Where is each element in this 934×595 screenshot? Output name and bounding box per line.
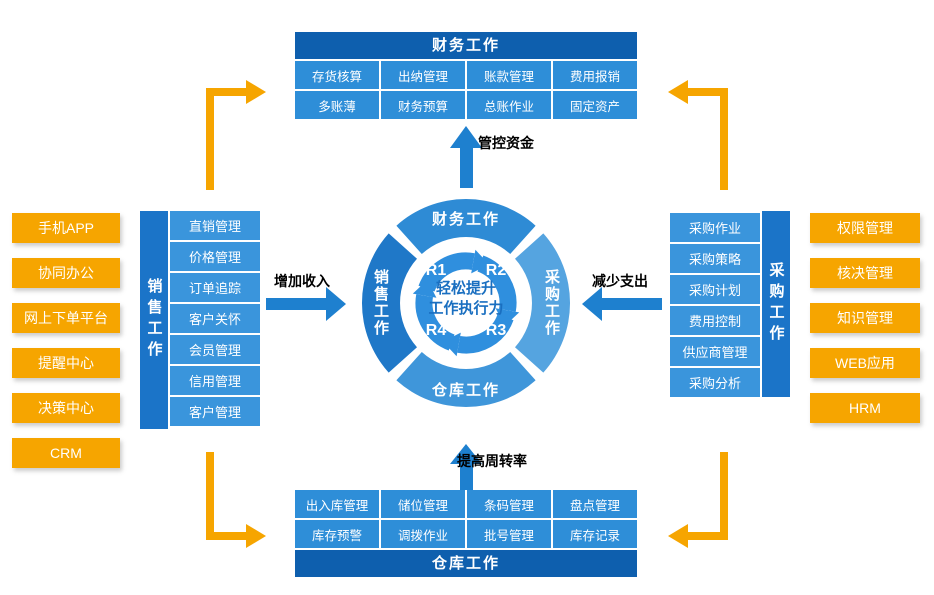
finance-item: 多账薄 [295, 91, 379, 119]
finance-sector [396, 198, 536, 254]
app-box: WEB应用 [810, 348, 920, 378]
warehouse-item: 储位管理 [381, 490, 465, 518]
warehouse-item: 批号管理 [467, 520, 551, 548]
up-arrow-icon [450, 444, 482, 490]
purchase-sector [515, 233, 571, 373]
warehouse-panel: 出入库管理 储位管理 条码管理 盘点管理 库存预警 调拨作业 批号管理 库存记录… [295, 490, 637, 577]
finance-panel-title: 财务工作 [295, 32, 637, 59]
r1-label: R1 [425, 262, 447, 279]
r3-label: R3 [485, 322, 507, 339]
sales-item: 会员管理 [170, 335, 260, 364]
sales-item: 客户管理 [170, 397, 260, 426]
finance-item: 费用报销 [553, 61, 637, 89]
sales-item: 订单追踪 [170, 273, 260, 302]
sales-item: 直销管理 [170, 211, 260, 240]
sales-item: 信用管理 [170, 366, 260, 395]
finance-item: 存货核算 [295, 61, 379, 89]
app-box: 权限管理 [810, 213, 920, 243]
warehouse-panel-title: 仓库工作 [295, 550, 637, 577]
purchase-list: 采购作业 采购策略 采购计划 费用控制 供应商管理 采购分析 [670, 213, 760, 397]
finance-panel: 财务工作 存货核算 出纳管理 账款管理 费用报销 多账薄 财务预算 总账作业 固… [295, 32, 637, 119]
app-box: 手机APP [12, 213, 120, 243]
sales-item: 客户关怀 [170, 304, 260, 333]
left-arrow-icon [582, 287, 662, 321]
flow-label-right: 减少支出 [592, 273, 648, 289]
cycle-arrow-icon [418, 249, 490, 292]
purchase-title: 采购工作 [767, 262, 785, 346]
finance-item: 出纳管理 [381, 61, 465, 89]
purchase-title-bar: 采购工作 [762, 211, 790, 397]
app-box: HRM [810, 393, 920, 423]
hub-warehouse-label: 仓库工作 [431, 382, 500, 399]
app-box: 决策中心 [12, 393, 120, 423]
app-box: CRM [12, 438, 120, 468]
finance-item: 总账作业 [467, 91, 551, 119]
right-arrow-icon [266, 287, 346, 321]
sales-title: 销售工作 [145, 278, 163, 362]
hub-finance-label: 财务工作 [431, 211, 500, 228]
up-arrow-icon [450, 126, 482, 188]
right-app-column: 权限管理 核决管理 知识管理 WEB应用 HRM [810, 213, 920, 423]
hub-slogan-line2: 工作执行力 [428, 300, 504, 317]
app-box: 知识管理 [810, 303, 920, 333]
hub-ring-graphic [361, 198, 571, 408]
warehouse-sector [396, 352, 536, 408]
corner-arrow-top-left-icon [206, 80, 266, 190]
warehouse-item: 盘点管理 [553, 490, 637, 518]
flow-label-left: 增加收入 [274, 273, 330, 289]
app-box: 协同办公 [12, 258, 120, 288]
flow-label-top: 管控资金 [478, 135, 534, 151]
hub-sales-label: 销售工作 [372, 269, 389, 337]
finance-item: 财务预算 [381, 91, 465, 119]
corner-arrow-bottom-right-icon [668, 452, 728, 548]
purchase-item: 采购策略 [670, 244, 760, 273]
app-box: 网上下单平台 [12, 303, 120, 333]
sales-item: 价格管理 [170, 242, 260, 271]
purchase-item: 费用控制 [670, 306, 760, 335]
sales-list: 直销管理 价格管理 订单追踪 客户关怀 会员管理 信用管理 客户管理 [170, 211, 260, 426]
flow-label-bottom: 提高周转率 [457, 453, 527, 469]
left-app-column: 手机APP 协同办公 网上下单平台 提醒中心 决策中心 CRM [12, 213, 120, 468]
warehouse-item: 出入库管理 [295, 490, 379, 518]
r2-label: R2 [485, 262, 507, 279]
purchase-item: 采购计划 [670, 275, 760, 304]
purchase-item: 采购分析 [670, 368, 760, 397]
finance-grid: 存货核算 出纳管理 账款管理 费用报销 多账薄 财务预算 总账作业 固定资产 [295, 61, 637, 119]
corner-arrow-top-right-icon [668, 80, 728, 190]
corner-arrow-bottom-left-icon [206, 452, 266, 548]
hub-purchase-label: 采购工作 [543, 269, 560, 337]
purchase-item: 采购作业 [670, 213, 760, 242]
central-hub: 财务工作 采购工作 仓库工作 销售工作 R1 R2 R3 R4 轻松提升 工作执… [356, 193, 576, 413]
warehouse-item: 库存记录 [553, 520, 637, 548]
warehouse-item: 调拨作业 [381, 520, 465, 548]
warehouse-grid: 出入库管理 储位管理 条码管理 盘点管理 库存预警 调拨作业 批号管理 库存记录 [295, 490, 637, 548]
sales-title-bar: 销售工作 [140, 211, 168, 429]
finance-item: 账款管理 [467, 61, 551, 89]
app-box: 核决管理 [810, 258, 920, 288]
warehouse-item: 库存预警 [295, 520, 379, 548]
warehouse-item: 条码管理 [467, 490, 551, 518]
sales-sector [361, 233, 417, 373]
app-box: 提醒中心 [12, 348, 120, 378]
r4-label: R4 [425, 322, 447, 339]
hub-slogan-line1: 轻松提升 [435, 280, 496, 297]
purchase-item: 供应商管理 [670, 337, 760, 366]
finance-item: 固定资产 [553, 91, 637, 119]
